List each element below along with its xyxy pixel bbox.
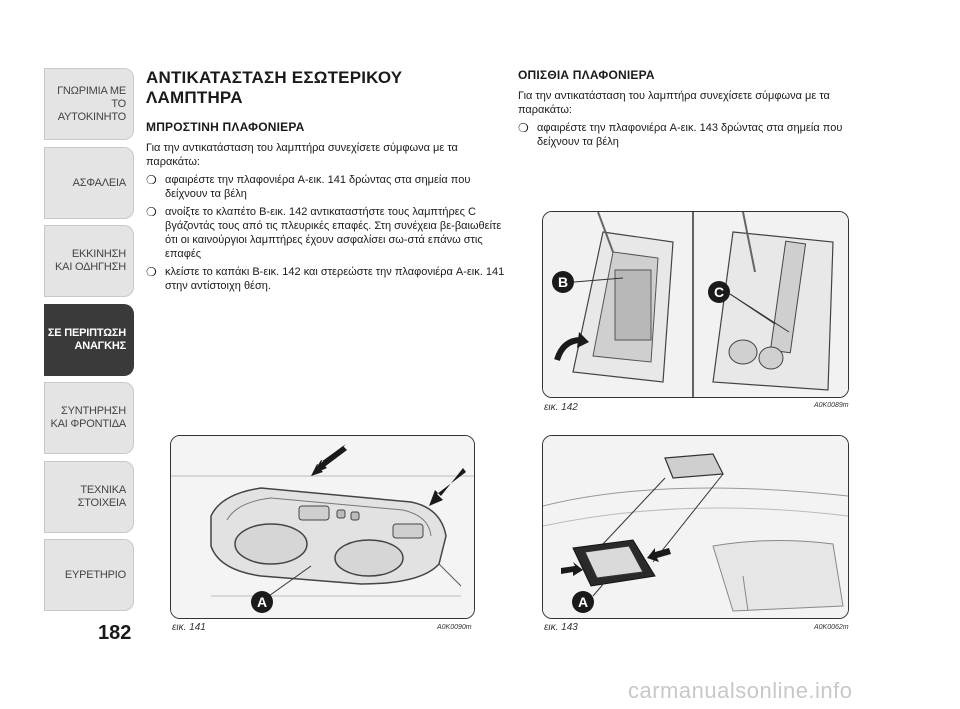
rear-steps-list: ❍ αφαιρέστε την πλαφονιέρα A-εικ. 143 δρώ… xyxy=(518,121,874,149)
figure-141: A xyxy=(170,435,475,619)
front-steps-list: ❍ αφαιρέστε την πλαφονιέρα A-εικ. 141 δρώ… xyxy=(146,173,506,293)
figure-143: A xyxy=(542,435,849,619)
step-text: ανοίξτε το κλαπέτο B-εικ. 142 αντικαταστ… xyxy=(165,206,502,260)
tab-emergency[interactable]: ΣΕ ΠΕΡΙΠΤΩΣΗ ΑΝΑΓΚΗΣ xyxy=(44,304,134,376)
rear-light-subtitle: ΟΠΙΣΘΙΑ ΠΛΑΦΟΝΙΕΡΑ xyxy=(518,68,655,82)
right-column: ΟΠΙΣΘΙΑ ΠΛΑΦΟΝΙΕΡΑ Για την αντικατάσταση… xyxy=(518,68,874,149)
figure-143-caption: εικ. 143 xyxy=(544,622,578,633)
tab-label: ΕΥΡΕΤΗΡΙΟ xyxy=(64,568,126,581)
tab-label: ΣΕ ΠΕΡΙΠΤΩΣΗ ΑΝΑΓΚΗΣ xyxy=(47,327,126,352)
list-item: ❍ ανοίξτε το κλαπέτο B-εικ. 142 αντικατασ… xyxy=(146,205,506,261)
step-text: αφαιρέστε την πλαφονιέρα A-εικ. 143 δρών… xyxy=(537,122,843,148)
tab-maintenance[interactable]: ΣΥΝΤΗΡΗΣΗ ΚΑΙ ΦΡΟΝΤΙΔΑ xyxy=(44,382,134,454)
figure-142-caption: εικ. 142 xyxy=(544,402,578,413)
bullet-icon: ❍ xyxy=(146,265,157,279)
bullet-icon: ❍ xyxy=(146,173,157,187)
left-column: ΑΝΤΙΚΑΤΑΣΤΑΣΗ ΕΣΩΤΕΡΙΚΟΥ ΛΑΜΠΤΗΡΑ ΜΠΡΟΣΤ… xyxy=(146,68,506,293)
tab-index[interactable]: ΕΥΡΕΤΗΡΙΟ xyxy=(44,539,134,611)
callout-b: B xyxy=(558,274,568,290)
front-light-subtitle: ΜΠΡΟΣΤΙΝΗ ΠΛΑΦΟΝΙΕΡΑ xyxy=(146,120,305,134)
tab-label: ΓΝΩΡΙΜΙΑ ΜΕ ΤΟ ΑΥΤΟΚΙΝΗΤΟ xyxy=(57,84,126,123)
figure-142-code: A0K0089m xyxy=(814,402,849,409)
watermark: carmanualsonline.info xyxy=(628,678,853,703)
tab-safety[interactable]: ΑΣΦΑΛΕΙΑ xyxy=(44,147,134,219)
bulb-access-illustration: B C xyxy=(543,212,848,397)
front-ceiling-light-illustration: A xyxy=(171,436,474,618)
callout-c: C xyxy=(714,284,724,300)
bullet-icon: ❍ xyxy=(518,121,529,135)
section-title-line2: ΛΑΜΠΤΗΡΑ xyxy=(146,88,243,107)
tab-label: ΣΥΝΤΗΡΗΣΗ ΚΑΙ ΦΡΟΝΤΙΔΑ xyxy=(50,405,127,430)
list-item: ❍ κλείστε το καπάκι B-εικ. 142 και στερεώ… xyxy=(146,265,506,293)
section-title: ΑΝΤΙΚΑΤΑΣΤΑΣΗ ΕΣΩΤΕΡΙΚΟΥ xyxy=(146,68,403,87)
figure-141-caption: εικ. 141 xyxy=(172,622,206,633)
tab-starting-driving[interactable]: ΕΚΚΙΝΗΣΗ ΚΑΙ ΟΔΗΓΗΣΗ xyxy=(44,225,134,297)
tab-label: ΤΕΧΝΙΚΑ ΣΤΟΙΧΕΙΑ xyxy=(77,484,127,509)
step-text: αφαιρέστε την πλαφονιέρα A-εικ. 141 δρών… xyxy=(165,174,471,200)
figure-141-code: A0K0090m xyxy=(437,624,472,631)
figure-142: B C xyxy=(542,211,849,398)
figure-143-code: A0K0062m xyxy=(814,624,849,631)
callout-a: A xyxy=(578,594,588,610)
callout-a: A xyxy=(257,594,267,610)
tab-label: ΑΣΦΑΛΕΙΑ xyxy=(72,176,127,189)
page-number: 182 xyxy=(98,622,132,644)
rear-intro-text: Για την αντικατάσταση του λαμπτήρα συνεχ… xyxy=(518,90,830,116)
tab-technical-data[interactable]: ΤΕΧΝΙΚΑ ΣΤΟΙΧΕΙΑ xyxy=(44,461,134,533)
front-intro-text: Για την αντικατάσταση του λαμπτήρα συνεχ… xyxy=(146,142,458,168)
tab-getting-to-know[interactable]: ΓΝΩΡΙΜΙΑ ΜΕ ΤΟ ΑΥΤΟΚΙΝΗΤΟ xyxy=(44,68,134,140)
bullet-icon: ❍ xyxy=(146,205,157,219)
list-item: ❍ αφαιρέστε την πλαφονιέρα A-εικ. 143 δρώ… xyxy=(518,121,874,149)
list-item: ❍ αφαιρέστε την πλαφονιέρα A-εικ. 141 δρώ… xyxy=(146,173,506,201)
tab-label: ΕΚΚΙΝΗΣΗ ΚΑΙ ΟΔΗΓΗΣΗ xyxy=(55,248,126,273)
step-text: κλείστε το καπάκι B-εικ. 142 και στερεώσ… xyxy=(165,266,505,292)
rear-ceiling-light-illustration: A xyxy=(543,436,848,618)
